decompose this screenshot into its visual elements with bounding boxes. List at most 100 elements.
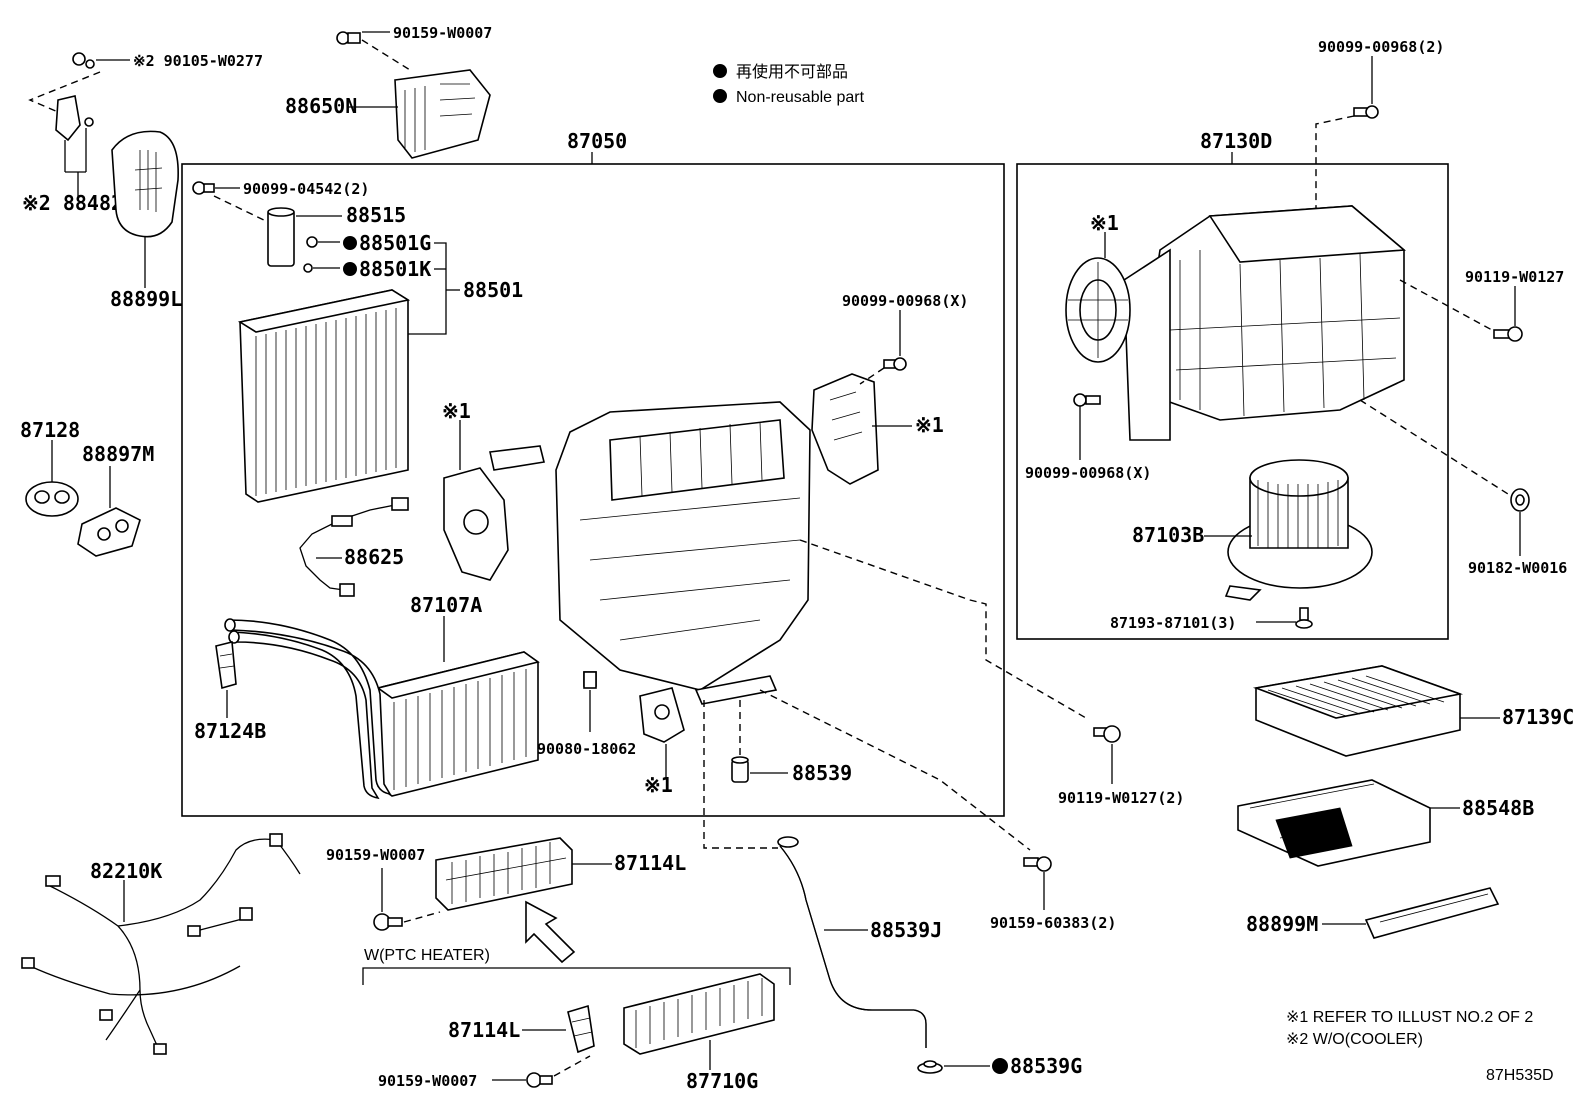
screw-90099-00968-2-top — [1353, 105, 1379, 119]
ref1-mark-center: ※1 — [442, 399, 471, 423]
clip-90080 — [583, 671, 597, 689]
ref1-mark-blower: ※1 — [1090, 211, 1119, 235]
blower-case-87130D — [1123, 205, 1407, 441]
label-87193: 87193-87101(3) — [1110, 614, 1236, 632]
label-88482: ※2 88482 — [22, 191, 123, 215]
sensor-88625 — [299, 497, 409, 597]
heater-core-87107A — [224, 618, 540, 800]
grommet-88897M — [77, 507, 141, 557]
screw-90119-W0127-2 — [1093, 725, 1121, 743]
ref1-mark-right: ※1 — [915, 413, 944, 437]
label-87139C: 87139C — [1502, 705, 1574, 729]
screw-90119-W0127 — [1493, 326, 1523, 342]
footnote-2: ※2 W/O(COOLER) — [1286, 1031, 1423, 1048]
footnote-1: ※1 REFER TO ILLUST NO.2 OF 2 — [1286, 1009, 1533, 1026]
screw-90099-04542 — [192, 181, 215, 195]
sensor-88482 — [55, 95, 94, 142]
blower-label: 87130D — [1200, 129, 1272, 153]
label-90159-mid: 90159-W0007 — [326, 846, 425, 864]
screw-90159-top — [336, 31, 361, 45]
fan-cover — [1065, 257, 1131, 363]
legend-en: Non-reusable part — [736, 89, 865, 106]
label-90159-top: 90159-W0007 — [393, 24, 492, 42]
ptc-heater-bracket — [362, 967, 791, 985]
label-90099-X-right: 90099-00968(X) — [1025, 464, 1151, 482]
module-88650N — [394, 69, 491, 159]
label-88539: 88539 — [792, 761, 852, 785]
evaporator-88501 — [237, 289, 411, 503]
label-90099-X-mid: 90099-00968(X) — [842, 292, 968, 310]
label-87124B: 87124B — [194, 719, 266, 743]
label-90159-60383: 90159-60383(2) — [990, 914, 1116, 932]
damper-servo-lower — [639, 687, 685, 743]
valve-88515 — [267, 207, 295, 267]
o-ring-88501K — [303, 263, 313, 273]
non-reusable-bullet-icon — [343, 236, 357, 250]
o-ring-88501G — [306, 236, 318, 248]
blower-motor-87103B — [1224, 459, 1373, 601]
screw-90099-00968-right — [1073, 393, 1101, 407]
label-90099-2-top: 90099-00968(2) — [1318, 38, 1444, 56]
hvac-unit-87050 — [489, 401, 811, 705]
label-87114L-bot: 87114L — [448, 1018, 520, 1042]
unit-label: 87050 — [567, 129, 627, 153]
clamp-87124B — [215, 640, 237, 690]
label-82210K: 82210K — [90, 859, 162, 883]
label-88899M: 88899M — [1246, 912, 1318, 936]
non-reusable-bullet-icon — [713, 64, 727, 78]
ptc-bracket-87114L — [567, 1004, 595, 1054]
screw-90159-mid — [373, 913, 403, 931]
label-90119-W0127-2: 90119-W0127(2) — [1058, 789, 1184, 807]
grommet-87128 — [25, 481, 79, 517]
screw-90159-60383 — [1023, 856, 1052, 872]
label-87114L-top: 87114L — [614, 851, 686, 875]
damper-servo-center — [443, 467, 509, 581]
non-reusable-bullet-icon — [343, 262, 357, 276]
label-90105: ※2 90105-W0277 — [133, 52, 263, 70]
label-88899L: 88899L — [110, 287, 182, 311]
grommet-88539G — [917, 1060, 943, 1074]
label-90159-bot: 90159-W0007 — [378, 1072, 477, 1090]
label-88501: 88501 — [463, 278, 523, 302]
label-88539J: 88539J — [870, 918, 942, 942]
unit-87050-box — [181, 163, 1005, 817]
label-88650N: 88650N — [285, 94, 357, 118]
label-88625: 88625 — [344, 545, 404, 569]
ptc-heater-header: W(PTC HEATER) — [364, 947, 490, 964]
pad-90182 — [1510, 488, 1530, 512]
label-88501K: 88501K — [359, 257, 431, 281]
label-90182: 90182-W0016 — [1468, 559, 1567, 577]
label-88548B: 88548B — [1462, 796, 1534, 820]
ptc-heater-87114L — [435, 837, 573, 911]
screw-90105 — [72, 52, 95, 69]
legend-jp: 再使用不可部品 — [736, 63, 848, 81]
filter-87139C — [1252, 665, 1464, 757]
view-arrow-icon — [525, 900, 576, 964]
label-87710G: 87710G — [686, 1069, 758, 1093]
non-reusable-bullet-icon — [713, 89, 727, 103]
drain-88539 — [731, 756, 749, 783]
frame-88548B — [1237, 779, 1431, 867]
non-reusable-bullet-icon — [992, 1058, 1008, 1074]
wire-harness-82210K — [21, 833, 301, 1055]
damper-servo-right — [811, 373, 879, 485]
ref1-mark-lower: ※1 — [644, 773, 673, 797]
label-87107A: 87107A — [410, 593, 482, 617]
label-90119-W0127: 90119-W0127 — [1465, 268, 1564, 286]
label-88897M: 88897M — [82, 442, 154, 466]
label-90080: 90080-18062 — [537, 740, 636, 758]
screw-90159-bot — [526, 1072, 553, 1088]
diagram-id: 87H535D — [1486, 1067, 1554, 1084]
duct-88899L — [111, 130, 179, 238]
label-90099-04542: 90099-04542(2) — [243, 180, 369, 198]
screw-90099-00968-mid — [883, 357, 907, 371]
label-88515: 88515 — [346, 203, 406, 227]
label-87103B: 87103B — [1132, 523, 1204, 547]
screw-87193 — [1295, 607, 1313, 629]
label-88539G: 88539G — [1010, 1054, 1082, 1078]
label-87128: 87128 — [20, 418, 80, 442]
cover-88899M — [1364, 887, 1500, 939]
hose-88539J — [777, 836, 927, 1048]
label-88501G: 88501G — [359, 231, 431, 255]
